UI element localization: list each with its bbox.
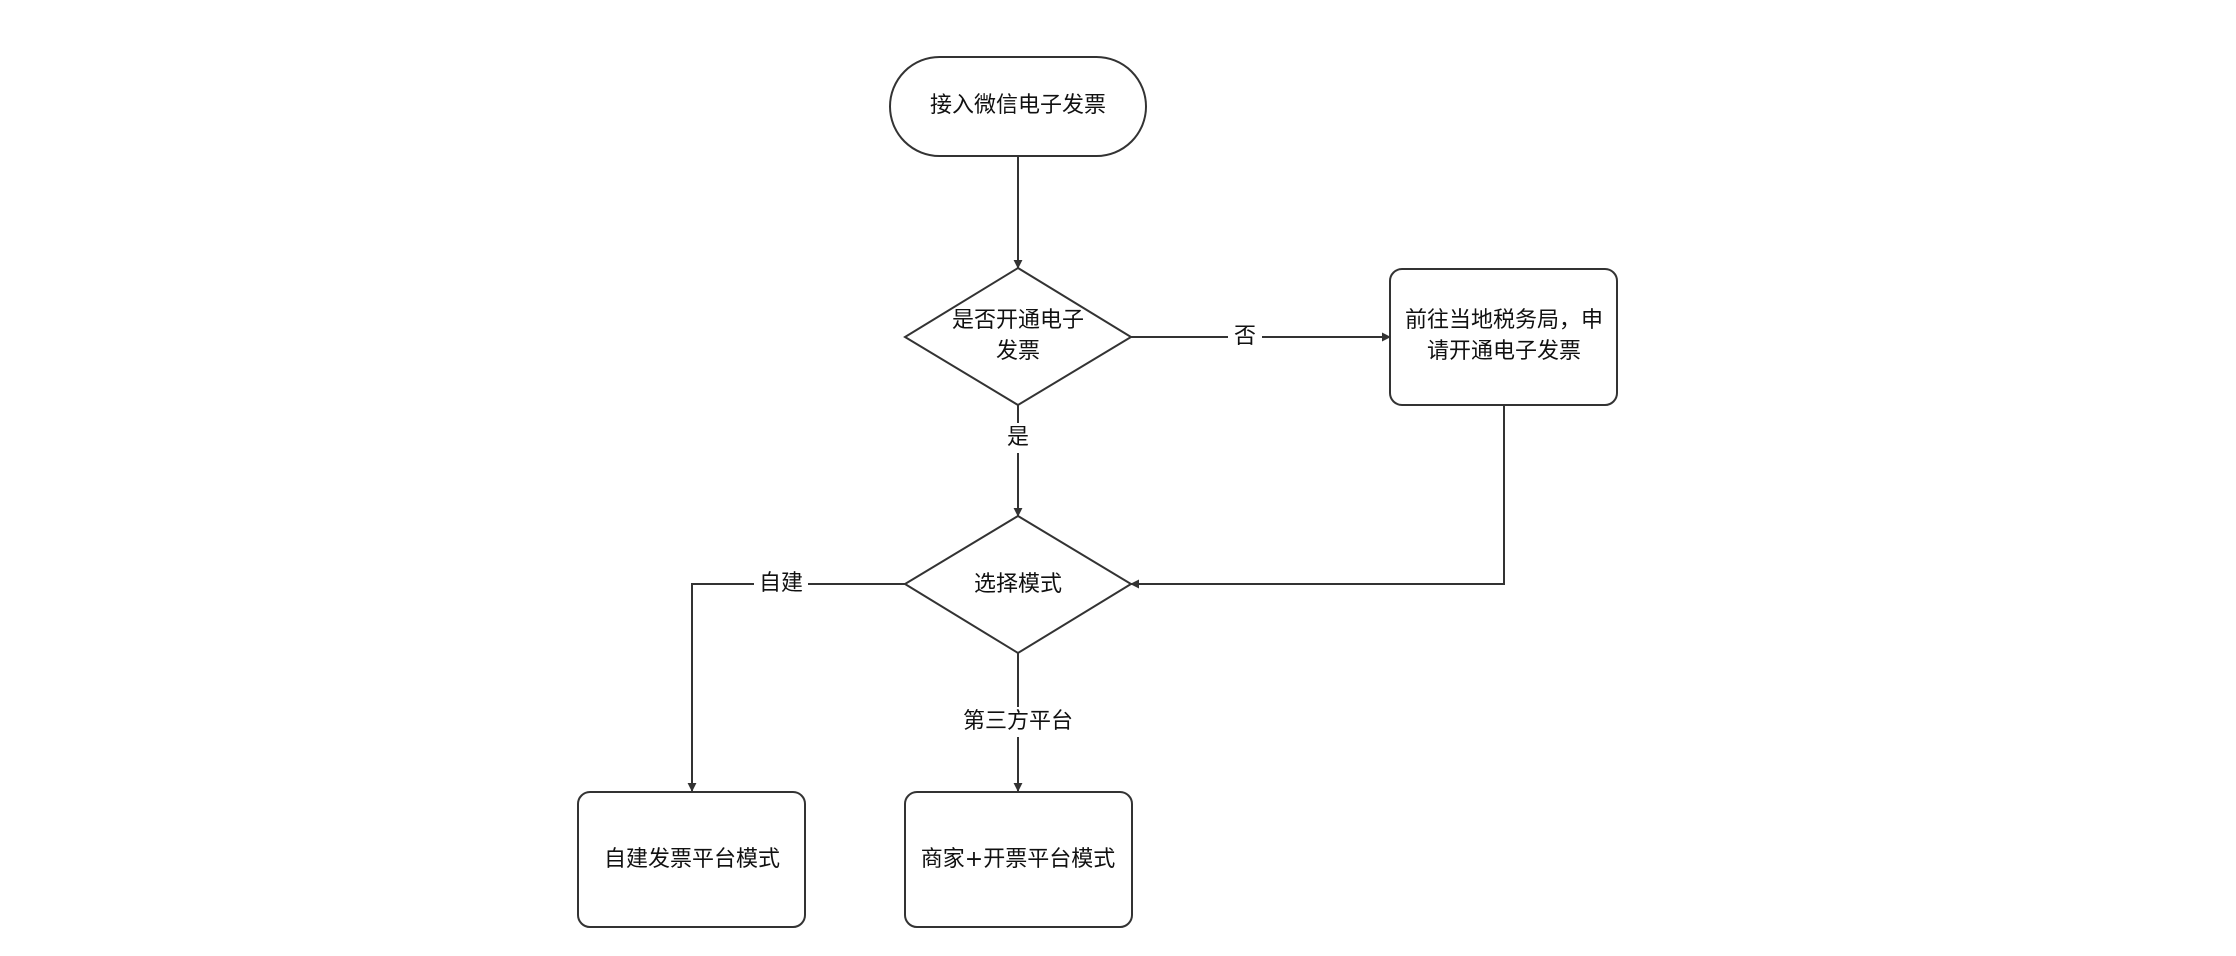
node-decision-mode[interactable]: 选择模式 [903,514,1133,655]
node-apply-label-line1: 前往当地税务局，申 [1405,308,1603,333]
edge-label-self-built: 自建 [759,571,803,596]
decision-shape [903,266,1133,407]
edge-label-third-party: 第三方平台 [963,709,1073,734]
terminator-shape [889,56,1147,157]
edge-label-no: 否 [1234,324,1256,349]
edge-decision-mode-self [687,583,905,792]
node-start[interactable]: 接入微信电子发票 [889,56,1147,157]
node-decision-open-label-line1: 是否开通电子 [952,308,1084,333]
node-third-party-label: 商家+开票平台模式 [921,847,1115,872]
edges [687,156,1505,792]
node-apply-label-line2: 请开通电子发票 [1427,339,1581,364]
process-shape [577,791,806,928]
process-shape [904,791,1133,928]
edge-label-third-party-bg [960,707,1076,737]
edge-label-self-built-bg [754,569,808,599]
edge-labels: 否 是 自建 第三方平台 [754,322,1262,737]
node-decision-open[interactable]: 是否开通电子 发票 [903,266,1133,407]
node-third-party[interactable]: 商家+开票平台模式 [904,791,1133,928]
node-start-label: 接入微信电子发票 [930,93,1106,118]
node-decision-open-label-line2: 发票 [996,339,1040,364]
edge-label-yes-bg [1001,423,1035,453]
edge-label-no-bg [1228,322,1262,352]
edge-label-yes: 是 [1007,425,1029,450]
node-self-built-label: 自建发票平台模式 [604,847,780,872]
edge-apply-to-decision-mode [1130,405,1505,589]
node-decision-mode-label: 选择模式 [974,572,1062,597]
node-apply[interactable]: 前往当地税务局，申 请开通电子发票 [1389,268,1618,406]
node-self-built[interactable]: 自建发票平台模式 [577,791,806,928]
decision-shape [903,514,1133,655]
process-shape [1389,268,1618,406]
